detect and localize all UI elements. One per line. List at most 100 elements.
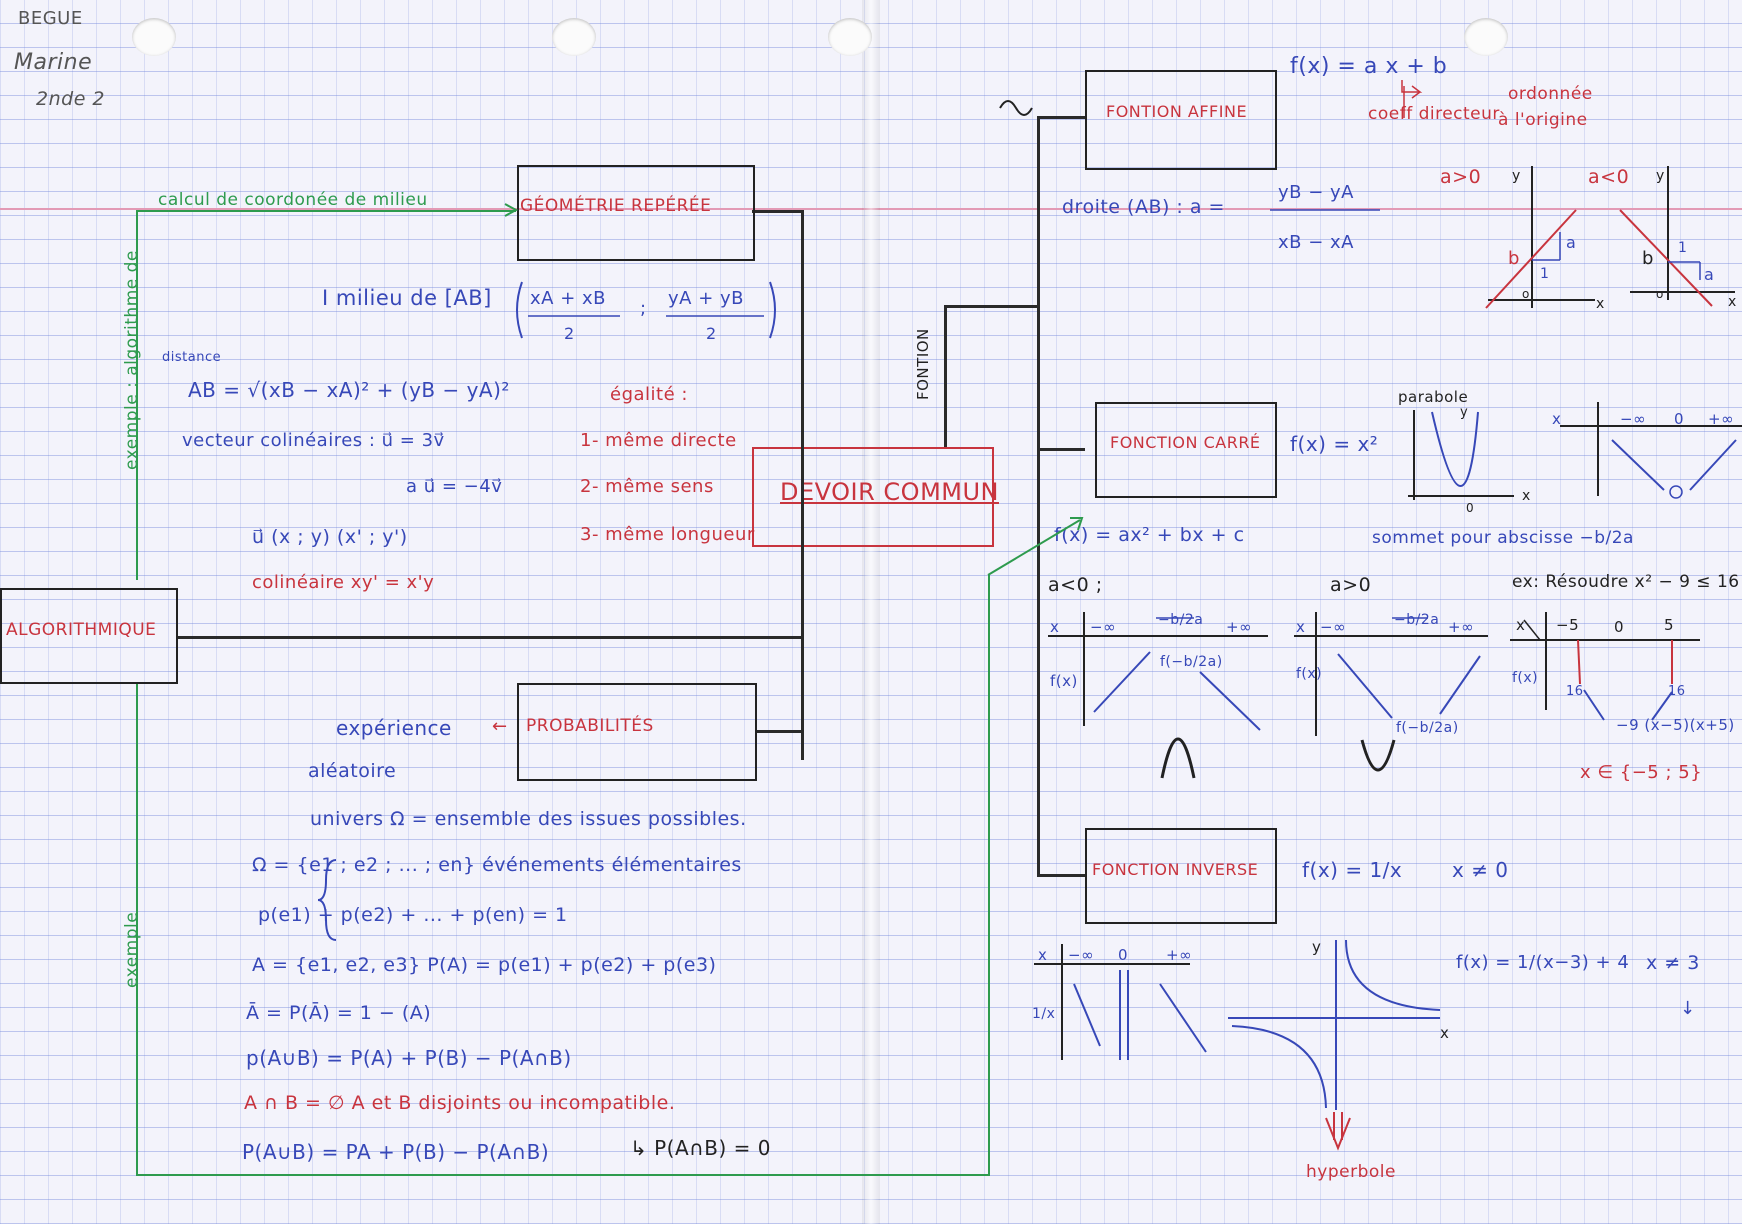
tab2-lines [1294, 612, 1488, 772]
green-top-line [136, 210, 516, 212]
affine-neg-y: y [1656, 168, 1664, 184]
geometrie-label: GÉOMÉTRIE REPÉRÉE [520, 196, 712, 216]
affine-graph-positive [1485, 166, 1595, 309]
tab3-fx: f(x) [1512, 670, 1539, 686]
hyperbola-graph [1228, 939, 1441, 1151]
aleatoire-text: aléatoire [308, 760, 397, 782]
affine-neg-o: o [1656, 287, 1663, 301]
connector-proba [756, 730, 802, 733]
affine-neg-one: 1 [1678, 240, 1687, 256]
tab0-lines [1560, 402, 1742, 499]
affine-label: FONTION AFFINE [1106, 102, 1248, 121]
tab2-pinf: +∞ [1448, 618, 1475, 636]
event-a: A = {e1, e2, e3} P(A) = p(e1) + p(e2) + … [252, 954, 717, 976]
tab3-lines [1510, 612, 1700, 721]
affine-ordonnee: ordonnée [1508, 84, 1593, 104]
carre-a-pos: a>0 [1330, 574, 1372, 596]
inv-tab-x: x [1038, 946, 1048, 964]
droite-num: yB − yA [1278, 182, 1354, 203]
factor-text: −9 (x−5)(x+5) [1616, 716, 1735, 734]
affine-pos-o: o [1522, 287, 1529, 301]
complement: Ā = P(Ā) = 1 − (A) [246, 1002, 432, 1024]
proba-sum: p(e1) + p(e2) + ... + p(en) = 1 [258, 904, 568, 926]
green-arrow-head-2 [1070, 517, 1084, 531]
tab1-minf: −∞ [1090, 618, 1117, 636]
affine-pos-y: y [1512, 168, 1520, 184]
affine-formula: f(x) = a x + b [1290, 54, 1448, 79]
bracket-right [769, 281, 776, 339]
droite-ab: droite (AB) : a = [1062, 196, 1225, 218]
affine-neg-a: a [1704, 265, 1714, 284]
affine-neg-b: b [1642, 248, 1653, 269]
student-class: 2nde 2 [36, 88, 106, 110]
proba-label: PROBABILITÉS [526, 716, 654, 736]
experience-text: expérience [336, 716, 452, 740]
tab3-zero: 0 [1614, 618, 1625, 636]
carre-box [1095, 402, 1277, 498]
center-title-box [752, 447, 994, 547]
center-title: DEVOIR COMMUN [780, 478, 999, 506]
green-arrow-head [504, 203, 519, 217]
page-fold [862, 0, 880, 1224]
tab0-pinf: +∞ [1708, 410, 1735, 428]
egalite-1: 1- même directe [580, 430, 737, 451]
parabola-y: y [1460, 405, 1468, 420]
green-bottom-line [136, 1174, 990, 1176]
center-right-stem [944, 305, 947, 447]
distance-label: distance [162, 350, 222, 365]
inverse-neq3: x ≠ 3 [1646, 952, 1700, 974]
left-vertical-line [801, 210, 804, 760]
affine-box [1085, 70, 1277, 170]
inv-tab-minf: −∞ [1068, 946, 1095, 964]
sommet-label: sommet pour abscisse −b/2a [1372, 528, 1634, 548]
distance-formula: AB = √(xB − xA)² + (yB − yA)² [188, 378, 510, 402]
hyperbola-x: x [1440, 1024, 1449, 1042]
carre-label: FONCTION CARRÉ [1110, 433, 1261, 452]
milieu-sep: ; [640, 298, 647, 319]
tab1-fx: f(x) [1050, 672, 1078, 690]
droite-den: xB − xA [1278, 232, 1354, 253]
egalite-2: 2- même sens [580, 476, 714, 497]
tab1-x: x [1050, 618, 1060, 636]
egalite-title: égalité : [610, 384, 688, 405]
connector-geometrie [752, 210, 802, 213]
inverse-label: FONCTION INVERSE [1092, 860, 1259, 879]
connector-affine [1037, 116, 1085, 119]
affine-graph-negative [1619, 166, 1735, 307]
wave-mark [999, 100, 1033, 116]
ordonnee-arrow [1401, 80, 1423, 99]
tab3-p5: 5 [1664, 616, 1675, 634]
inverse-formula: f(x) = 1/x [1302, 858, 1403, 882]
affine-coef: coeff directeur [1368, 104, 1500, 124]
hyperbola-y: y [1312, 938, 1321, 956]
student-name-line1: BEGUE [18, 8, 83, 29]
disjoint-text: A ∩ B = ∅ A et B disjoints ou incompatib… [244, 1092, 676, 1114]
affine-pos-a: a [1566, 233, 1576, 252]
affine-pos-one: 1 [1540, 266, 1549, 282]
affine-origine: à l'origine [1498, 110, 1588, 130]
connector-algo [176, 636, 802, 639]
milieu-den1: 2 [564, 324, 575, 343]
affine-case-pos: a>0 [1440, 166, 1482, 188]
connector-fonction [944, 305, 1039, 308]
vecteur-coords: u⃗ (x ; y) (x' ; y') [252, 526, 408, 548]
fonction-vertical-line [1037, 116, 1040, 876]
green-left-upper [136, 210, 138, 580]
colinear-rule: colinéaire xy' = x'y [252, 572, 435, 593]
brace-left [317, 859, 337, 941]
solution-text: x ∈ {−5 ; 5} [1580, 762, 1703, 783]
inverse-down-arrow: ↓ [1680, 998, 1696, 1019]
tab1-lines [1048, 612, 1268, 779]
tab2-fmin: f(−b/2a) [1396, 720, 1459, 736]
bracket-left [516, 281, 523, 339]
carre-example: ex: Résoudre x² − 9 ≤ 16 [1512, 572, 1740, 592]
carre-a-neg: a<0 ; [1048, 574, 1103, 596]
carre-general: f(x) = ax² + bx + c [1054, 524, 1245, 546]
green-top-label: calcul de coordonée de milieu [158, 190, 428, 210]
tab1-pinf: +∞ [1226, 618, 1253, 636]
parabola-x: x [1522, 488, 1530, 504]
student-name-line2: Marine [14, 50, 93, 75]
tab1-fmax: f(−b/2a) [1160, 654, 1223, 670]
union-formula-2: P(A∪B) = PA + P(B) − P(A∩B) [242, 1140, 550, 1164]
